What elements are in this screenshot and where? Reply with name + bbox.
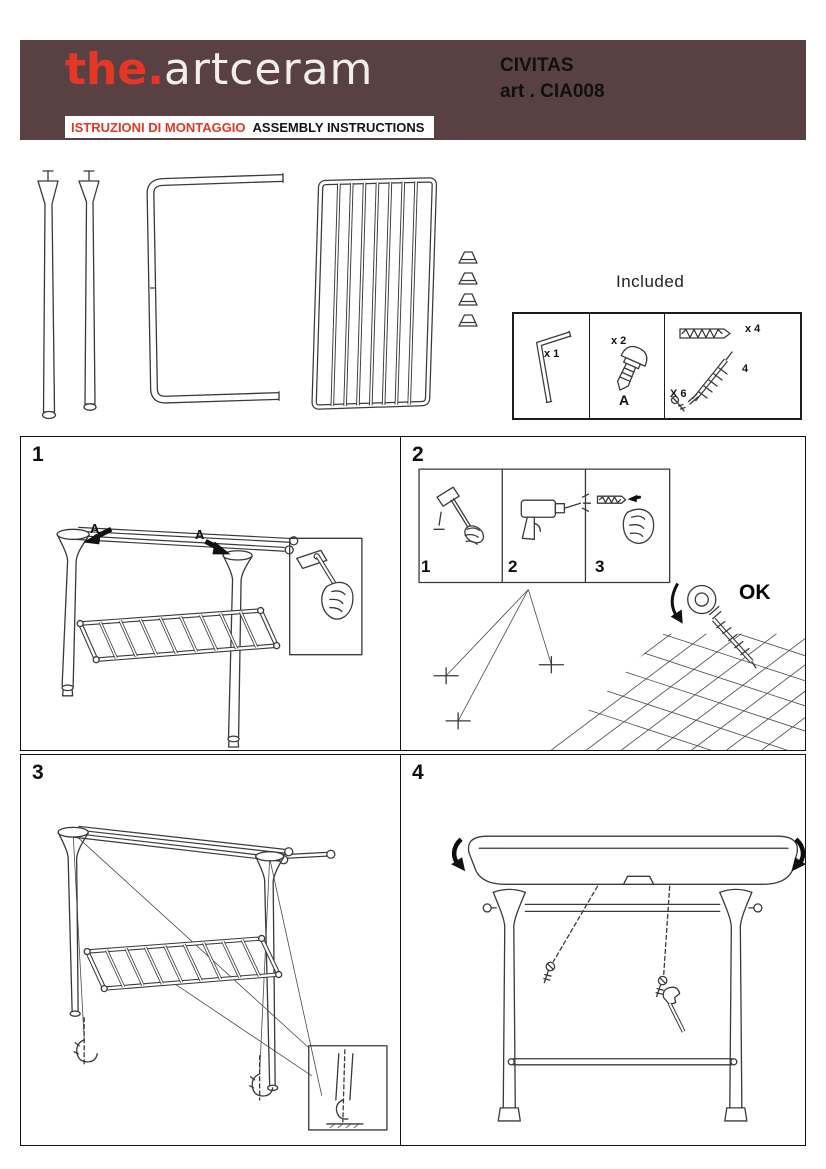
step4-basin-mounting-illustration [451,835,807,1122]
leader-lines [72,832,323,1096]
arrow-a2 [204,539,231,555]
brand-logo-the: the. [65,44,164,95]
step3-panel: 3 [20,754,401,1146]
console-frame-front [482,888,763,1122]
floor-marking-lines [445,589,552,722]
subtitle-english: ASSEMBLY INSTRUCTIONS [252,119,425,135]
product-name: CIVITAS [500,55,574,76]
hammer-icon [433,486,485,545]
shelf-part-illustration [311,177,438,410]
step2-panel: 2 [400,436,806,751]
header: the.artceram ISTRUZIONI DI MONTAGGIO ASS… [20,40,806,140]
kit-divider [664,314,665,418]
long-screw-icon [687,351,733,405]
step2-drilling-illustration [418,468,805,750]
joint-label-a1: A [90,521,100,536]
towel-rail-part-illustration [146,173,284,404]
washbasin [467,835,799,885]
legs-part-illustration [37,170,100,420]
kit-divider [589,314,590,418]
included-kit-box: x 1 x 2 A x 4 4 X 6 [512,312,802,420]
small-screw-qty: X 6 [670,388,687,400]
included-label: Included [616,272,685,291]
screw-ok-detail [670,582,757,669]
step3-anchoring-illustration [57,825,388,1131]
drill-point-crosses [433,656,565,730]
ok-label: OK [739,581,771,604]
allen-key-icon [535,330,572,404]
place-arrow-left [451,837,466,872]
long-screw-qty: 4 [742,363,749,375]
step3-number: 3 [32,761,44,784]
foot-anchor-detail-inset [308,1045,388,1131]
hand-plug-icon [596,494,655,544]
allen-key-qty: x 1 [544,348,560,360]
cone-feet-illustration [458,251,478,327]
fastener-leader-lines [552,885,671,977]
step1-panel: 1 [20,436,401,751]
place-arrow-right [791,837,807,872]
fixing-screw-qty: x 2 [611,335,627,347]
drill-icon [520,493,592,540]
fixing-screw-label: A [619,392,630,408]
tool-step-1: 1 [421,557,431,576]
step4-panel: 4 [400,754,807,1146]
fixing-screw-right [655,975,668,998]
step2-number: 2 [412,443,424,466]
wall-plug-qty: x 4 [745,323,761,335]
product-info: CIVITAS art . CIA008 [500,53,605,104]
wrench-icon [662,986,686,1033]
allen-key-detail-inset [289,537,363,656]
floor-hook-1 [73,1017,98,1065]
tool-step-3: 3 [595,557,605,576]
step1-assembly-illustration [56,526,363,748]
fixing-screw-icon [616,345,648,391]
wall-plug-icon [679,328,731,339]
subtitle-italian: ISTRUZIONI DI MONTAGGIO [71,119,246,135]
floor-hook-2 [248,1055,274,1101]
wall-plug-and-screws-icon [670,328,733,412]
step1-number: 1 [32,443,44,466]
brand-logo-artceram: artceram [163,44,374,95]
small-screw-icon [670,395,686,412]
brand-logo: the.artceram [65,44,374,95]
joint-label-a2: A [195,527,205,542]
product-code: art . CIA008 [500,80,605,102]
arrow-a1 [83,527,113,545]
instructions-subtitle-strip: ISTRUZIONI DI MONTAGGIO ASSEMBLY INSTRUC… [65,116,435,138]
fixing-screw-left [543,961,556,984]
tool-step-2: 2 [508,557,518,576]
step4-number: 4 [412,761,424,784]
